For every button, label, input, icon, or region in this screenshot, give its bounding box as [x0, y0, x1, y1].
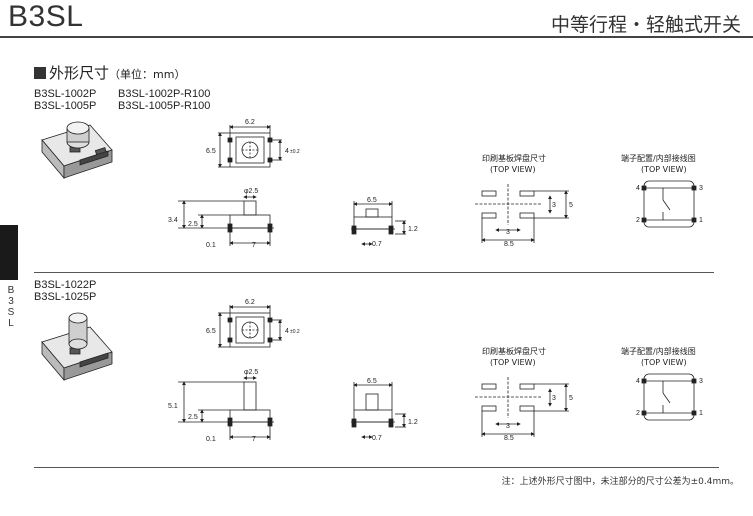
top-view-drawing [218, 125, 282, 168]
square-bullet-icon [34, 67, 46, 79]
pin-label: 4 [636, 378, 640, 385]
dim-pad-inner: 3 [552, 395, 556, 402]
side-letter: 3 [8, 296, 14, 307]
pin-label: 2 [636, 217, 640, 224]
model-name: B3SL-1022P [34, 279, 97, 291]
model-name: B3SL-1005P-R100 [118, 100, 211, 112]
pcb-label: 印刷基板焊盘尺寸 [482, 153, 546, 163]
pcb-top-view-label: (TOP VIEW) [490, 165, 536, 174]
dim-end-height: 1.2 [408, 226, 418, 233]
dim-pad-width: 8.5 [504, 241, 514, 248]
dim-end-width: 6.5 [367, 378, 377, 385]
model-name: B3SL-1002P-R100 [118, 88, 211, 100]
page-title: B3SL [8, 0, 84, 33]
dim-pad-inner: 3 [552, 202, 556, 209]
top-view-drawing [218, 305, 282, 348]
group1-models-left: B3SL-1002P B3SL-1005P [34, 88, 96, 112]
dim-top-right: 4 [285, 148, 289, 155]
group1-drawings [41, 121, 697, 246]
dim-side-foot: 0.1 [206, 242, 216, 249]
dim-side-width: 7 [252, 436, 256, 443]
side-tab-label: B 3 S L [6, 285, 16, 329]
header-rule [0, 36, 753, 38]
side-tab-marker [0, 225, 18, 280]
terminal-wiring-diagram [641, 180, 697, 228]
model-name: B3SL-1002P [34, 88, 97, 100]
dim-pad-center: 3 [506, 423, 510, 430]
terminal-label: 端子配置/内部接线图 [621, 153, 696, 163]
terminal-top-view-label: (TOP VIEW) [641, 165, 687, 174]
group1-models-right: B3SL-1002P-R100 B3SL-1005P-R100 [118, 88, 210, 112]
dim-pad-height: 5 [569, 395, 573, 402]
dim-end-height: 1.2 [408, 419, 418, 426]
dim-pad-center: 3 [506, 229, 510, 236]
model-name: B3SL-1005P [34, 100, 97, 112]
side-letter: L [8, 318, 14, 329]
group-divider [34, 272, 714, 273]
footer-rule [34, 467, 719, 468]
terminal-wiring-diagram [641, 373, 697, 421]
end-view-drawing [351, 201, 406, 246]
group2-drawings [41, 305, 697, 440]
dim-side-body: 2.5 [188, 414, 198, 421]
dim-top-tolerance: ±0.2 [290, 149, 300, 155]
pin-label: 3 [699, 378, 703, 385]
dim-end-width: 6.5 [367, 197, 377, 204]
dim-pad-width: 8.5 [504, 435, 514, 442]
dim-top-height: 6.5 [206, 328, 216, 335]
dim-top-height: 6.5 [206, 148, 216, 155]
group2-models-left: B3SL-1022P B3SL-1025P [34, 279, 96, 303]
side-letter: S [7, 307, 15, 318]
terminal-label: 端子配置/内部接线图 [621, 346, 696, 356]
pin-label: 2 [636, 410, 640, 417]
page-subtitle: 中等行程・轻触式开关 [550, 14, 741, 36]
side-view-drawing [178, 195, 274, 246]
pin-label: 1 [699, 410, 703, 417]
switch-3d-illustration [41, 121, 113, 180]
pcb-top-view-label: (TOP VIEW) [490, 358, 536, 367]
dim-plunger-diameter: φ2.5 [244, 369, 258, 376]
footer-note: 注：上述外形尺寸图中，未注部分的尺寸公差为±0.4mm。 [501, 477, 739, 487]
pcb-pad-layout [475, 377, 569, 437]
switch-3d-illustration [41, 312, 113, 382]
dim-end-foot: 0.7 [372, 435, 382, 442]
side-letter: B [7, 285, 15, 296]
pin-label: 1 [699, 217, 703, 224]
pin-label: 4 [636, 185, 640, 192]
model-name: B3SL-1025P [34, 291, 97, 303]
end-view-drawing [351, 382, 406, 439]
dim-side-body: 2.5 [188, 221, 198, 228]
pin-label: 3 [699, 185, 703, 192]
dim-top-width: 6.2 [245, 119, 255, 126]
section-heading: 外形尺寸（单位：mm） [34, 62, 185, 83]
dim-plunger-diameter: φ2.5 [244, 188, 258, 195]
dim-end-foot: 0.7 [372, 241, 382, 248]
pcb-pad-layout [475, 184, 569, 243]
pcb-label: 印刷基板焊盘尺寸 [482, 346, 546, 356]
section-heading-text: 外形尺寸 [49, 64, 110, 82]
section-unit: （单位：mm） [109, 68, 186, 81]
dim-pad-height: 5 [569, 202, 573, 209]
dim-top-right: 4 [285, 328, 289, 335]
dim-side-height: 3.4 [168, 217, 178, 224]
terminal-top-view-label: (TOP VIEW) [641, 358, 687, 367]
dim-top-width: 6.2 [245, 299, 255, 306]
dim-side-foot: 0.1 [206, 436, 216, 443]
dim-side-width: 7 [252, 242, 256, 249]
dim-top-tolerance: ±0.2 [290, 329, 300, 335]
side-view-drawing [178, 376, 274, 440]
dim-side-height: 5.1 [168, 403, 178, 410]
